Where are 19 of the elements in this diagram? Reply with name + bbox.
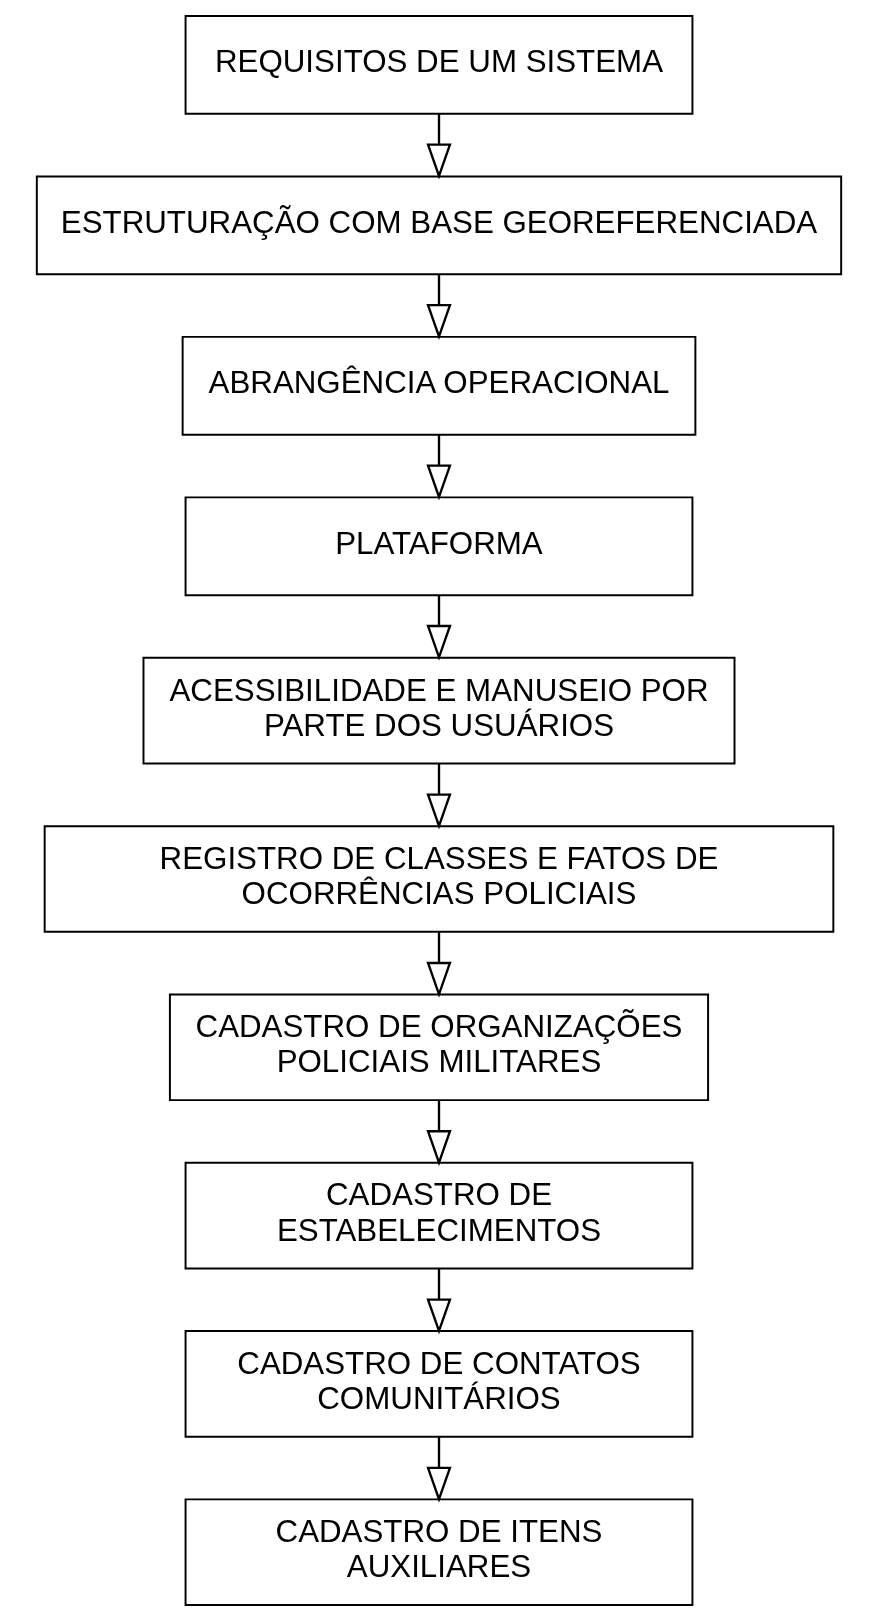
arrow	[426, 274, 452, 340]
node-box: ABRANGÊNCIA OPERACIONAL	[181, 335, 697, 436]
arrow	[426, 595, 452, 661]
arrow	[426, 763, 452, 830]
arrow	[426, 1268, 452, 1335]
node-box: REQUISITOS DE UM SISTEMA	[184, 14, 694, 115]
arrow	[426, 932, 452, 998]
node-box: CADASTRO DE CONTATOS COMUNITÁRIOS	[184, 1330, 694, 1438]
arrow	[426, 113, 452, 180]
node-box: CADASTRO DE ITENS AUXILIARES	[184, 1498, 694, 1607]
arrow	[426, 1437, 452, 1503]
arrow	[426, 434, 452, 501]
node-box: PLATAFORMA	[184, 496, 694, 597]
node-box: ACESSIBILIDADE E MANUSEIO POR PARTE DOS USUÁRIOS	[142, 656, 736, 765]
node-box: CADASTRO DE ORGANIZAÇÕES POLICIAIS MILITARES	[168, 993, 710, 1102]
node-box: CADASTRO DE ESTABELECIMENTOS	[184, 1161, 694, 1270]
arrow	[426, 1100, 452, 1167]
node-box: REGISTRO DE CLASSES E FATOS DE OCORRÊNCIAS POLICIAIS	[43, 825, 835, 933]
node-box: ESTRUTURAÇÃO COM BASE GEOREFERENCIADA	[35, 175, 843, 276]
